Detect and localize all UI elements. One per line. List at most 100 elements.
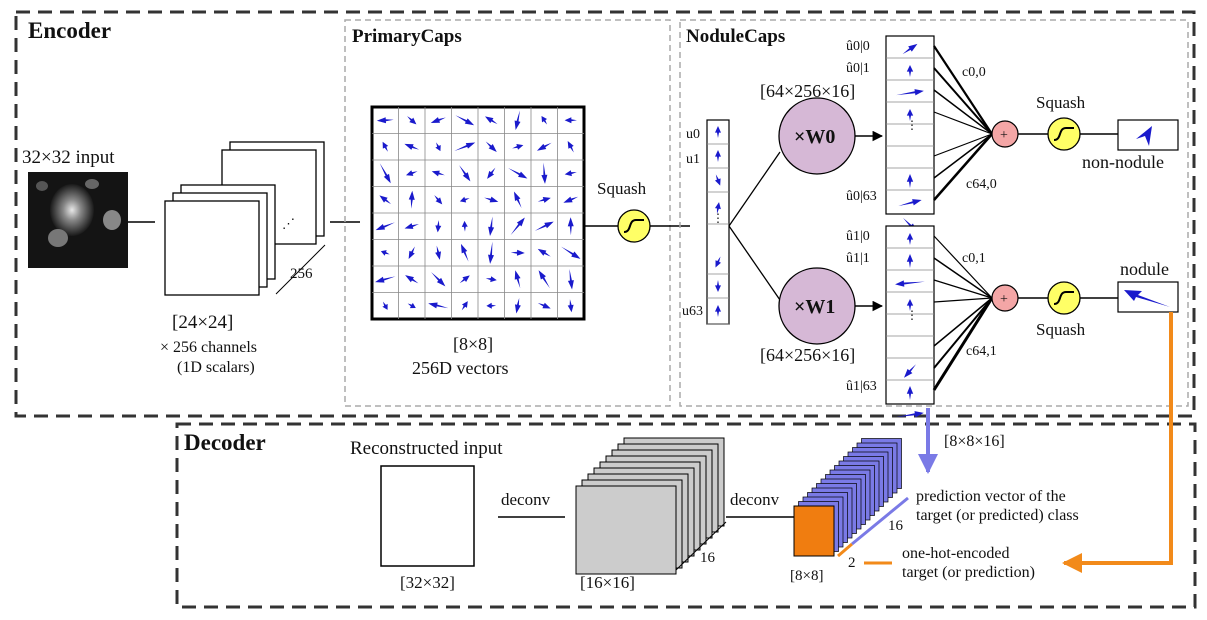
squash-bottom-label: Squash [1036, 320, 1086, 339]
blue-arrow-icon [488, 241, 495, 264]
small-dims: [8×8] [790, 568, 823, 584]
blue-arrow-icon [428, 302, 449, 309]
blue-arrow-icon [375, 222, 395, 231]
squash-sigmoid-icon [617, 209, 651, 243]
blue-arrow-icon [430, 117, 446, 124]
blue-arrow-icon [514, 110, 521, 130]
blue-arrow-icon [485, 276, 497, 283]
blue-arrow-icon [906, 254, 914, 268]
blue-arrow-icon [714, 150, 721, 162]
svg-text:+: + [1000, 292, 1008, 307]
feature-map [575, 485, 677, 575]
squash-sigmoid-icon [1047, 117, 1081, 151]
blue-arrow-icon [537, 302, 551, 309]
blue-arrow-icon [510, 217, 525, 236]
ellipsis-icon: ⋮ [906, 118, 918, 132]
blue-arrow-icon [512, 144, 524, 150]
blue-arrow-icon [382, 141, 389, 152]
u1-label: u1 [686, 152, 700, 167]
decoder-frame [175, 422, 1197, 609]
blue-arrow-icon [896, 89, 924, 96]
blue-arrow-icon [896, 411, 924, 418]
reconstructed-output [380, 465, 475, 567]
w0-label: ×W0 [794, 126, 835, 148]
pred-line-2: target (or predicted) class [916, 507, 1079, 524]
blue-arrow-icon [485, 116, 498, 125]
blue-arrow-icon [407, 302, 416, 309]
blue-arrow-icon [434, 195, 443, 205]
blue-arrow-icon [407, 116, 417, 125]
output-nodule [1117, 281, 1179, 313]
blue-arrow-icon [898, 199, 922, 206]
squash-sigmoid-icon [1047, 281, 1081, 315]
blue-arrow-icon [906, 174, 914, 188]
blue-arrow-icon [455, 115, 475, 126]
blue-arrow-icon [379, 163, 391, 184]
blue-arrow-icon [375, 276, 396, 283]
svg-text:+: + [1000, 128, 1008, 143]
blue-arrow-icon [405, 170, 418, 176]
blue-arrow-icon [404, 223, 419, 229]
blue-arrow-icon [714, 174, 721, 186]
blue-arrow-icon [435, 245, 442, 260]
onehot-line-1: one-hot-encoded [902, 545, 1010, 562]
plus-node-icon: + [991, 120, 1019, 148]
blue-arrow-icon [431, 170, 445, 177]
conv-channels: × 256 channels [160, 339, 257, 356]
blue-arrow-icon [435, 142, 441, 152]
blue-arrow-icon [567, 269, 574, 290]
blue-arrow-icon [431, 272, 446, 287]
uhat-top-0: û0|0 [846, 39, 870, 54]
blue-arrow-icon [714, 126, 721, 138]
conv-scalars: (1D scalars) [177, 359, 255, 376]
blue-arrow-icon [435, 220, 442, 233]
blue-arrow-icon [714, 202, 721, 214]
blue-arrow-icon [567, 299, 574, 313]
blue-arrow-icon [460, 243, 469, 262]
blue-arrow-icon [404, 143, 420, 150]
blue-arrow-icon [376, 117, 394, 124]
blue-arrow-icon [541, 162, 548, 184]
small-depth-16: 16 [888, 518, 904, 534]
blue-arrow-icon [508, 167, 528, 179]
blue-arrow-icon [408, 246, 415, 260]
blue-arrow-icon [906, 299, 914, 311]
deconv-label-2: deconv [730, 490, 780, 509]
blue-arrow-icon [534, 221, 554, 231]
blue-dims: [8×8×16] [944, 433, 1005, 450]
deconv-label-1: deconv [501, 490, 551, 509]
decoder-title: Decoder [184, 430, 266, 455]
w1-dims: [64×256×16] [760, 345, 855, 365]
uhat-top-cells: ⋮ [886, 43, 934, 233]
blue-arrow-icon [537, 248, 551, 257]
encoder-frame [14, 10, 1196, 418]
output-nodule-label: nodule [1120, 259, 1169, 279]
primary-squash-label: Squash [597, 179, 647, 198]
recon-label: Reconstructed input [350, 438, 503, 459]
small-depth-2: 2 [848, 555, 856, 571]
routing-lines-bottom [932, 235, 994, 391]
blue-arrow-icon [459, 165, 471, 182]
blue-arrow-icon [538, 270, 550, 289]
conv-feature-stack: ⋰ [164, 141, 325, 296]
blue-arrow-icon [461, 301, 468, 311]
blue-arrow-icon [904, 364, 916, 378]
blue-arrow-icon [454, 142, 476, 151]
coupling-c641: c64,1 [966, 344, 997, 359]
blue-arrow-icon [536, 142, 552, 151]
blue-arrow-icon [514, 297, 521, 314]
grid-dims: [8×8] [453, 334, 493, 354]
w1-label: ×W1 [794, 296, 835, 318]
deconv-gray-stack [575, 437, 725, 575]
encoder-title: Encoder [28, 18, 111, 43]
coupling-c640: c64,0 [966, 177, 997, 192]
blue-arrow-icon [537, 197, 551, 203]
input-image [28, 172, 128, 268]
blue-arrow-icon [564, 117, 577, 124]
blue-arrow-icon [379, 195, 392, 205]
blue-arrow-icon [459, 275, 470, 284]
blue-arrow-icon [714, 305, 721, 317]
blue-arrow-icon [563, 196, 579, 203]
stack-depth: 16 [700, 550, 716, 566]
